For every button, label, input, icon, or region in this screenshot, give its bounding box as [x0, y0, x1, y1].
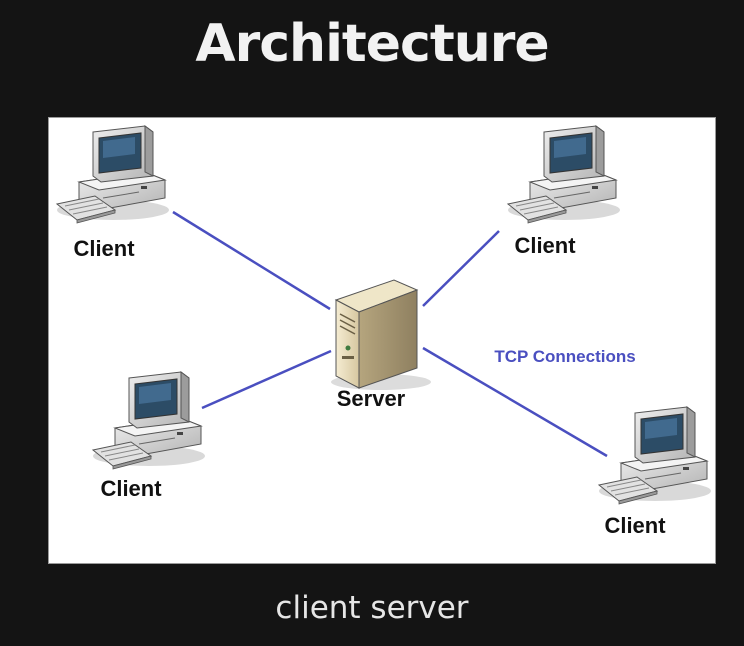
server-node: Server [331, 279, 431, 411]
client-node-top-right: Client [507, 125, 621, 258]
client-node-top-left: Client [56, 125, 170, 261]
client-node-bottom-left: Client [92, 371, 206, 501]
connection-line-top-left [172, 210, 331, 311]
architecture-diagram: Server Client Client Client Client TCP C… [56, 125, 712, 538]
client-label: Client [73, 236, 135, 261]
connection-lines [172, 210, 608, 458]
tcp-connections-label: TCP Connections [494, 347, 635, 366]
computer-icon [92, 371, 206, 470]
diagram-panel: Server Client Client Client Client TCP C… [48, 117, 716, 564]
client-label: Client [100, 476, 162, 501]
computer-icon [56, 125, 170, 224]
page-title: Architecture [195, 14, 549, 74]
connection-line-bottom-left [201, 349, 332, 410]
connection-line-bottom-right [422, 346, 608, 458]
connection-line-top-right [422, 230, 500, 307]
computer-icon [507, 125, 621, 224]
server-icon [331, 279, 431, 390]
computer-icon [598, 406, 712, 505]
client-node-bottom-right: Client [598, 406, 712, 538]
client-label: Client [514, 233, 576, 258]
caption: client server [275, 590, 469, 626]
client-label: Client [604, 513, 666, 538]
server-label: Server [337, 386, 406, 411]
